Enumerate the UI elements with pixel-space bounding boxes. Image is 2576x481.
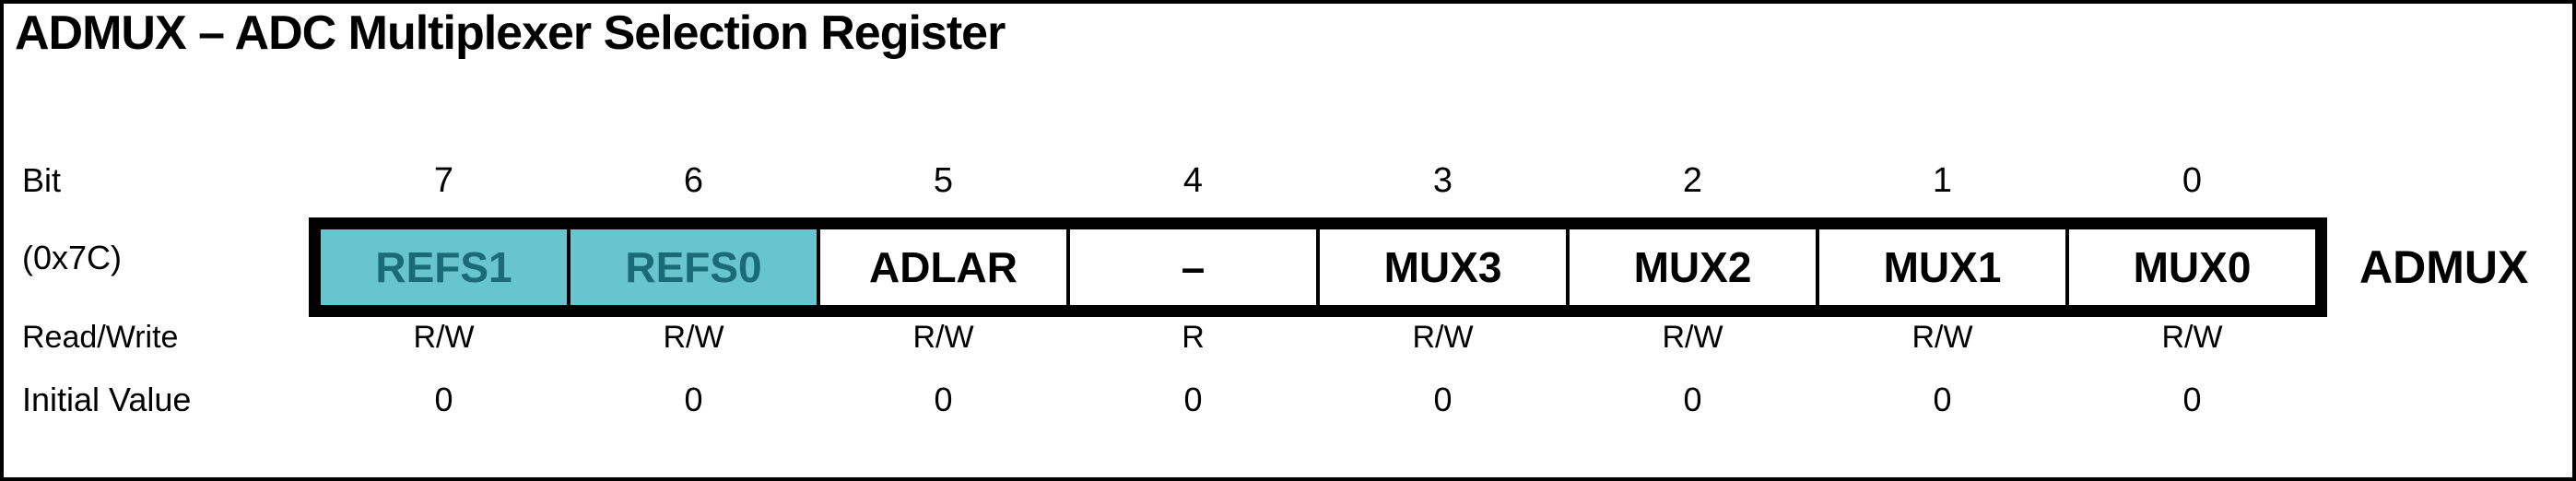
bit-field-cell-mux0: MUX0 (2069, 229, 2315, 305)
bit-number: 7 (433, 161, 454, 200)
initial-value: 0 (1683, 381, 1702, 418)
register-name-label: ADMUX (2359, 241, 2529, 293)
initial-value: 0 (1183, 381, 1203, 418)
register-box: REFS1 REFS0 ADLAR – MUX3 MUX2 MUX1 MUX0 (309, 217, 2327, 317)
bit-number: 6 (683, 161, 704, 200)
read-write-value: R/W (663, 320, 724, 355)
initial-value: 0 (434, 381, 453, 418)
initial-value-row-label: Initial Value (22, 381, 192, 418)
read-write-row-label: Read/Write (22, 320, 179, 355)
bit-number: 0 (2182, 161, 2203, 200)
initial-value-row: 0 0 0 0 0 0 0 0 (321, 380, 2315, 420)
bit-number: 5 (933, 161, 954, 200)
bit-row-label: Bit (22, 161, 62, 199)
read-write-value: R/W (2161, 320, 2223, 355)
read-write-value: R/W (1662, 320, 1723, 355)
initial-value: 0 (934, 381, 953, 418)
bit-field-cell-reserved: – (1070, 229, 1316, 305)
page-title: ADMUX – ADC Multiplexer Selection Regist… (15, 6, 1006, 60)
bit-field-cell-adlar: ADLAR (820, 229, 1066, 305)
bit-number: 3 (1432, 161, 1453, 200)
read-write-value: R (1182, 320, 1205, 355)
initial-value: 0 (684, 381, 703, 418)
read-write-value: R/W (1911, 320, 1973, 355)
bit-field-cell-refs0: REFS0 (570, 229, 817, 305)
initial-value: 0 (1433, 381, 1453, 418)
initial-value: 0 (2182, 381, 2202, 418)
read-write-value: R/W (912, 320, 974, 355)
bit-field-cell-mux1: MUX1 (1819, 229, 2065, 305)
bit-number: 4 (1182, 161, 1204, 200)
bit-number: 1 (1932, 161, 1953, 200)
read-write-row: R/W R/W R/W R R/W R/W R/W R/W (321, 319, 2315, 356)
initial-value: 0 (1933, 381, 1952, 418)
bit-field-cell-mux2: MUX2 (1570, 229, 1816, 305)
register-address: (0x7C) (22, 239, 123, 276)
bit-field-cell-refs1: REFS1 (321, 229, 567, 305)
read-write-value: R/W (1412, 320, 1474, 355)
bit-number-row: 7 6 5 4 3 2 1 0 (321, 160, 2315, 201)
bit-field-cell-mux3: MUX3 (1320, 229, 1566, 305)
bit-number: 2 (1682, 161, 1703, 200)
read-write-value: R/W (413, 320, 475, 355)
